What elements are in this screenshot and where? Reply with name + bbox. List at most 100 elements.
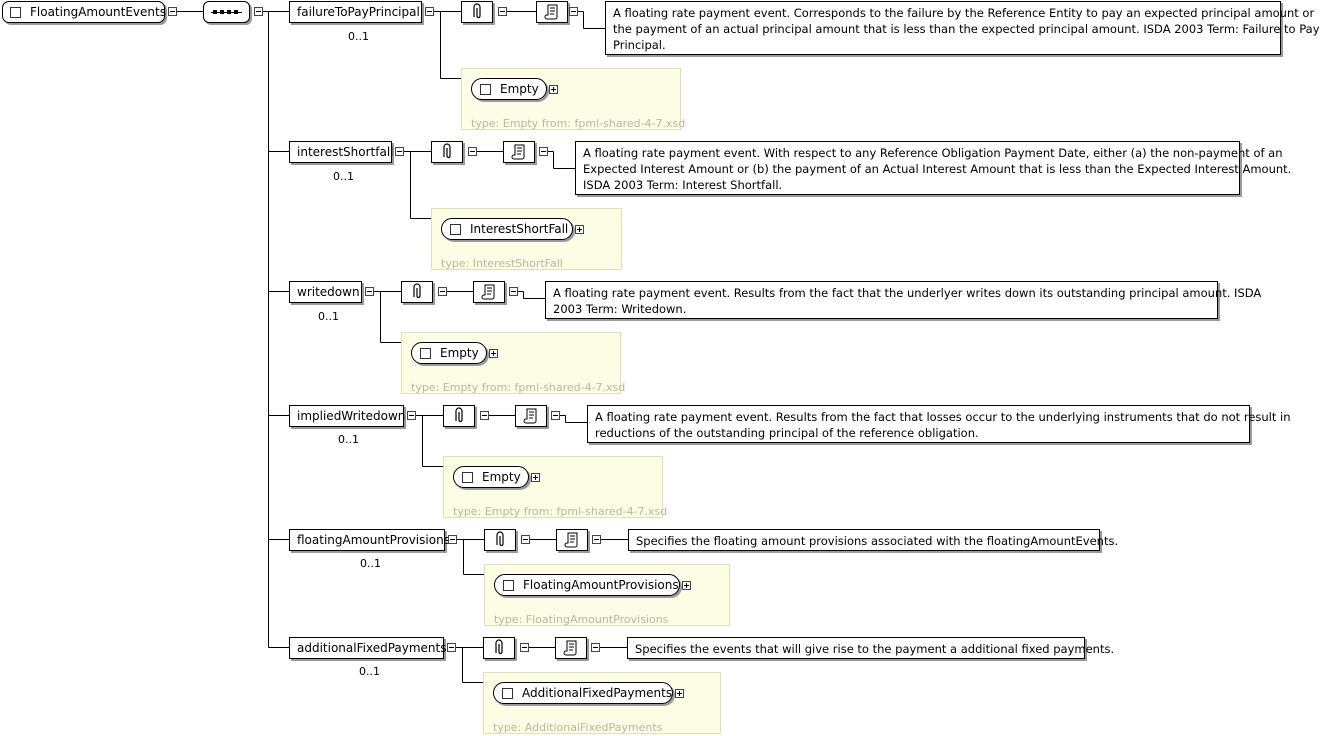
type-node[interactable]: FloatingAmountProvisions [494, 574, 680, 596]
collapse-icon[interactable] [254, 7, 263, 16]
occurrence-label: 0..1 [318, 310, 339, 323]
attributes-paperclip-icon[interactable] [401, 281, 433, 303]
attributes-paperclip-icon[interactable] [484, 529, 516, 551]
collapse-icon[interactable] [448, 535, 457, 544]
occurrence-label: 0..1 [360, 557, 381, 570]
doc-line: Specifies the floating amount provisions… [636, 534, 1119, 548]
collapse-icon[interactable] [438, 287, 447, 296]
type-checkbox-icon [502, 687, 513, 699]
element-node-implied-writedown[interactable]: impliedWritedown [289, 405, 406, 427]
element-node-additional-fixed-payments[interactable]: additionalFixedPayments [289, 637, 447, 659]
element-node-writedown[interactable]: writedown [289, 281, 362, 303]
type-label: type: FloatingAmountProvisions [494, 613, 669, 626]
element-checkbox-icon [10, 6, 21, 18]
doc-line: A floating rate payment event. Correspon… [613, 6, 1315, 20]
element-label: writedown [297, 285, 360, 299]
collapse-icon[interactable] [447, 643, 456, 652]
collapse-icon[interactable] [395, 147, 404, 156]
documentation-box: A floating rate payment event. With resp… [575, 141, 1292, 195]
collapse-icon[interactable] [592, 535, 601, 544]
collapse-icon[interactable] [365, 287, 374, 296]
type-checkbox-icon [503, 579, 514, 591]
type-checkbox-icon [450, 223, 461, 235]
collapse-icon[interactable] [509, 287, 518, 296]
documentation-box: A floating rate payment event. Correspon… [605, 1, 1320, 55]
documentation-scroll-icon[interactable] [555, 637, 587, 659]
expand-icon[interactable] [682, 581, 691, 590]
doc-line: reductions of the outstanding principal … [595, 426, 979, 440]
attributes-paperclip-icon[interactable] [443, 405, 475, 427]
doc-line: ISDA 2003 Term: Interest Shortfall. [583, 178, 783, 192]
type-node[interactable]: Empty [453, 466, 529, 488]
collapse-icon[interactable] [569, 7, 578, 16]
type-checkbox-icon [420, 347, 431, 359]
collapse-icon[interactable] [520, 643, 529, 652]
collapse-icon[interactable] [591, 643, 600, 652]
element-label: floatingAmountProvisions [297, 533, 450, 547]
expand-icon[interactable] [489, 349, 498, 358]
attributes-paperclip-icon[interactable] [461, 1, 493, 23]
type-label: type: Empty from: fpml-shared-4-7.xsd [411, 381, 626, 394]
type-node[interactable]: Empty [411, 342, 487, 364]
type-node[interactable]: AdditionalFixedPayments [493, 682, 673, 704]
collapse-icon[interactable] [425, 7, 434, 16]
documentation-box: A floating rate payment event. Results f… [587, 405, 1291, 443]
element-node-failure-to-pay-principal[interactable]: failureToPayPrincipal [289, 1, 422, 23]
root-element-label: FloatingAmountEvents [30, 5, 166, 19]
expand-icon[interactable] [675, 689, 684, 698]
type-name: FloatingAmountProvisions [523, 578, 679, 592]
type-name: Empty [482, 470, 521, 484]
type-node[interactable]: InterestShortFall [441, 218, 573, 240]
doc-line: A floating rate payment event. With resp… [583, 146, 1283, 160]
collapse-icon[interactable] [468, 147, 477, 156]
type-label: type: Empty from: fpml-shared-4-7.xsd [471, 117, 686, 130]
type-label: type: Empty from: fpml-shared-4-7.xsd [453, 505, 668, 518]
documentation-scroll-icon[interactable] [503, 141, 535, 163]
collapse-icon[interactable] [168, 7, 177, 16]
element-label: additionalFixedPayments [297, 641, 447, 655]
doc-line: A floating rate payment event. Results f… [553, 286, 1262, 300]
occurrence-label: 0..1 [348, 30, 369, 43]
documentation-box: A floating rate payment event. Results f… [545, 281, 1262, 319]
occurrence-label: 0..1 [338, 433, 359, 446]
element-label: interestShortfall [297, 145, 394, 159]
documentation-scroll-icon[interactable] [536, 1, 568, 23]
doc-line: Expected Interest Amount or (b) the paym… [583, 162, 1292, 176]
element-node-interest-shortfall[interactable]: interestShortfall [289, 141, 394, 163]
type-name: AdditionalFixedPayments [522, 686, 673, 700]
expand-icon[interactable] [549, 85, 558, 94]
documentation-box: Specifies the events that will give rise… [627, 637, 1114, 659]
expand-icon[interactable] [531, 473, 540, 482]
element-node-floating-amount-provisions[interactable]: floatingAmountProvisions [289, 529, 450, 551]
type-label: type: AdditionalFixedPayments [493, 721, 663, 734]
documentation-scroll-icon[interactable] [556, 529, 588, 551]
documentation-scroll-icon[interactable] [473, 281, 505, 303]
collapse-icon[interactable] [407, 411, 416, 420]
collapse-icon[interactable] [480, 411, 489, 420]
element-label: failureToPayPrincipal [297, 5, 420, 19]
type-name: Empty [440, 346, 479, 360]
collapse-icon[interactable] [498, 7, 507, 16]
type-node[interactable]: Empty [471, 78, 547, 100]
type-checkbox-icon [462, 471, 473, 483]
expand-icon[interactable] [575, 225, 584, 234]
documentation-scroll-icon[interactable] [515, 405, 547, 427]
type-label: type: InterestShortFall [441, 257, 563, 270]
element-label: impliedWritedown [297, 409, 406, 423]
type-checkbox-icon [480, 83, 491, 95]
doc-line: A floating rate payment event. Results f… [595, 410, 1291, 424]
doc-line: the payment of an actual principal amoun… [613, 22, 1320, 36]
doc-line: Principal. [613, 38, 666, 52]
type-name: InterestShortFall [470, 222, 569, 236]
attributes-paperclip-icon[interactable] [431, 141, 463, 163]
collapse-icon[interactable] [521, 535, 530, 544]
collapse-icon[interactable] [551, 411, 560, 420]
type-name: Empty [500, 82, 539, 96]
collapse-icon[interactable] [539, 147, 548, 156]
sequence-icon [203, 1, 250, 23]
attributes-paperclip-icon[interactable] [483, 637, 515, 659]
root-element-node[interactable]: FloatingAmountEvents [2, 1, 166, 23]
doc-line: 2003 Term: Writedown. [553, 302, 687, 316]
occurrence-label: 0..1 [359, 665, 380, 678]
